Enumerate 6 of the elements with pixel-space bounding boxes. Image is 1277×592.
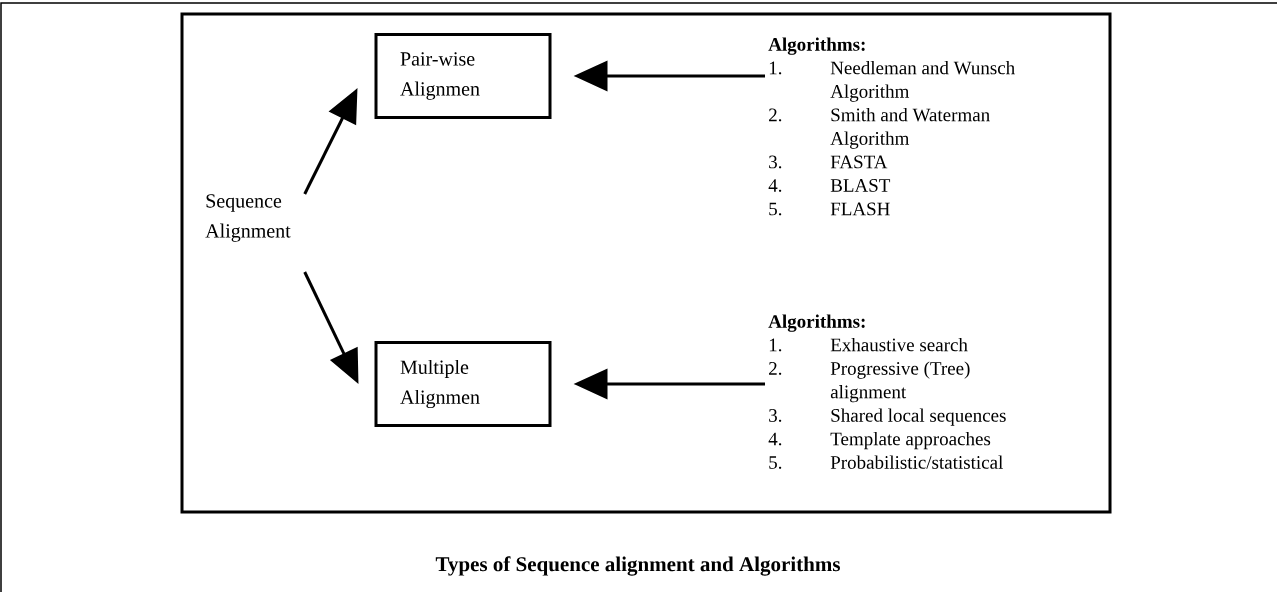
node-label: Sequence Alignment bbox=[205, 194, 291, 242]
algorithm-list: Algorithms: 1. Needleman and Wunsch Algorithm 2. Smith and Waterman Algorithm 3. FASTA 4. BLAST 5. FLASH bbox=[768, 37, 1015, 216]
process-box: Multiple Alignmen bbox=[374, 341, 552, 427]
process-box: Pair-wise Alignmen bbox=[374, 33, 552, 119]
algorithm-list: Algorithms: 1. Exhaustive search 2. Progressive (Tree) alignment 3. Shared local sequences 4. Template approaches 5. Probabilistic/statistical bbox=[768, 314, 1006, 469]
caption: Types of Sequence alignment and Algorithms bbox=[435, 556, 840, 576]
